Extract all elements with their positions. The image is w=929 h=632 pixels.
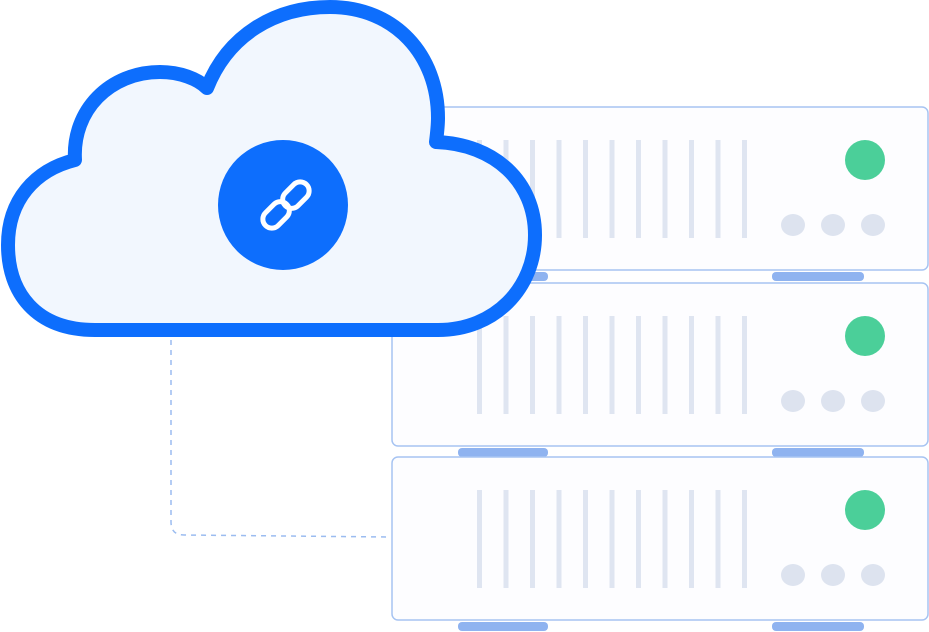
vent-slot — [583, 140, 588, 238]
vent-slot — [503, 316, 509, 414]
vent-slot — [715, 316, 721, 414]
vent-slot — [689, 316, 694, 414]
vent-slot — [477, 490, 482, 588]
vent-slot — [636, 316, 641, 414]
vent-slot — [530, 140, 535, 238]
indicator-dot — [781, 564, 805, 586]
connector-line — [170, 340, 389, 538]
server-unit-2 — [391, 282, 929, 457]
server-foot — [458, 622, 548, 631]
server-foot — [772, 448, 864, 457]
vent-slot — [477, 316, 482, 414]
vent-slot — [742, 140, 747, 238]
indicator-dot — [861, 390, 885, 412]
status-led-icon — [845, 316, 885, 356]
indicator-dot — [781, 390, 805, 412]
indicator-dot — [861, 214, 885, 236]
vent-slot — [662, 316, 668, 414]
server-foot — [772, 272, 864, 281]
indicator-dot — [781, 214, 805, 236]
vent-slot — [530, 490, 535, 588]
vent-slot — [583, 316, 588, 414]
vent-slot — [742, 490, 747, 588]
vent-slot — [583, 490, 588, 588]
vent-slot — [503, 490, 509, 588]
vent-slot — [609, 490, 615, 588]
vent-slot — [636, 490, 641, 588]
indicator-dot — [861, 564, 885, 586]
vent-slot — [715, 140, 721, 238]
vent-slot — [556, 316, 562, 414]
vent-slot — [556, 140, 562, 238]
server-foot — [772, 622, 864, 631]
indicator-dot — [821, 390, 845, 412]
vent-slot — [662, 140, 668, 238]
server-unit-3 — [391, 456, 929, 631]
cloud-icon — [1, 0, 542, 337]
indicator-dot — [821, 564, 845, 586]
vent-slot — [530, 316, 535, 414]
vent-slot — [556, 490, 562, 588]
link-icon — [260, 179, 312, 231]
status-led-icon — [845, 140, 885, 180]
indicator-dot — [821, 214, 845, 236]
server-foot — [458, 448, 548, 457]
server-body — [391, 456, 929, 621]
vent-slot — [742, 316, 747, 414]
vent-slot — [609, 316, 615, 414]
vent-slot — [609, 140, 615, 238]
vent-slot — [689, 140, 694, 238]
vent-slot — [662, 490, 668, 588]
vent-slot — [689, 490, 694, 588]
vent-slot — [715, 490, 721, 588]
vent-slot — [636, 140, 641, 238]
status-led-icon — [845, 490, 885, 530]
